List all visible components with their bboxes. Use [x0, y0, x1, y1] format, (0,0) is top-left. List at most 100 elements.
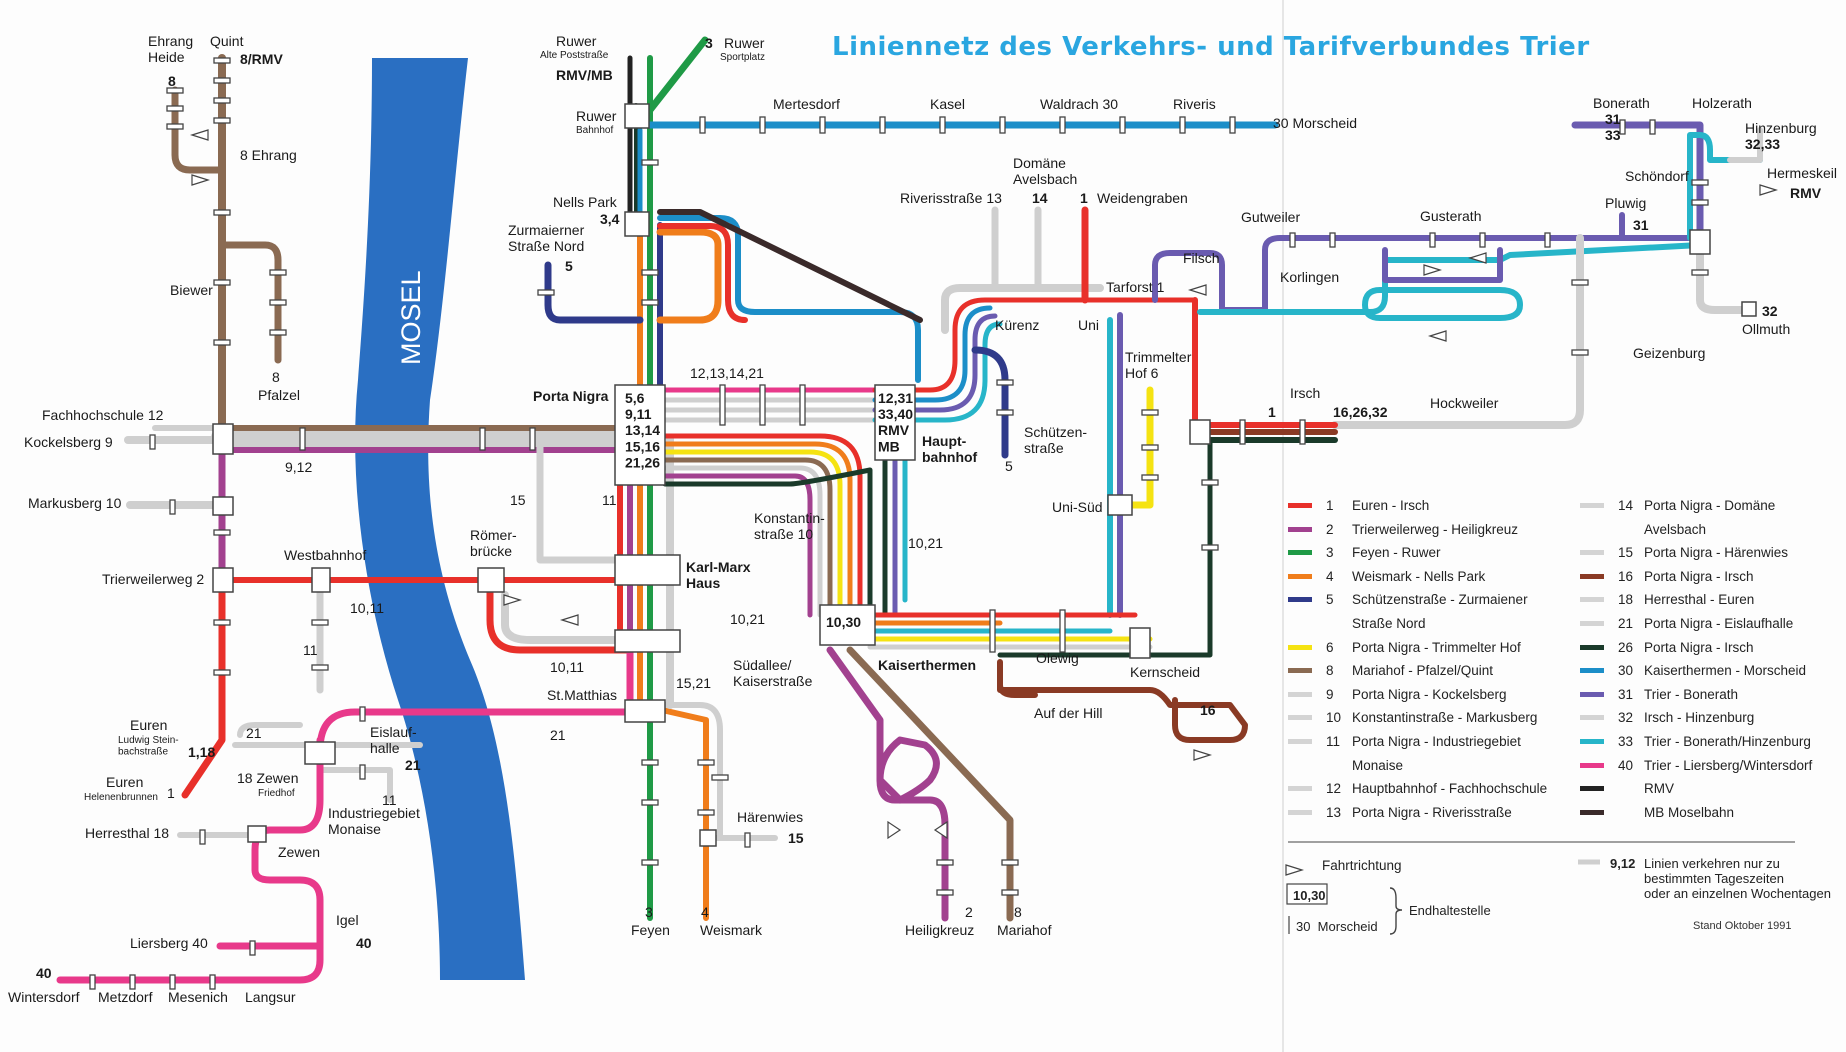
legend-text: Porta Nigra - Eislaufhalle [1644, 616, 1794, 631]
label-rivstr: Riverisstraße 13 [900, 190, 1002, 206]
legend-row: Straße Nord [1288, 616, 1426, 631]
legend-swatch [1580, 644, 1604, 650]
stop-tick [213, 57, 231, 64]
route-hbf-east-purple [872, 313, 998, 413]
hub-holzerath [1689, 229, 1711, 255]
legend-swatch [1288, 526, 1312, 532]
legend-number: 32 [1618, 710, 1634, 726]
legend-number: 5 [1326, 592, 1334, 608]
stop-tick [1479, 232, 1486, 248]
endhaltestelle-label: Endhaltestelle [1409, 903, 1491, 918]
direction-arrow [887, 820, 902, 840]
stop-tick [1119, 116, 1126, 134]
label-rmvmb: RMV/MB [556, 67, 613, 83]
label-porta-nigra: Porta Nigra [533, 388, 609, 404]
legend-swatch [1288, 809, 1312, 815]
label-ruwer-bf-sub: Bahnhof [576, 125, 613, 136]
label-hermeskeil: Hermeskeil [1767, 165, 1837, 181]
label-15: 15 [510, 492, 526, 508]
legend-swatch [1288, 739, 1312, 744]
map-title: Liniennetz des Verkehrs- und Tarifverbun… [832, 32, 1590, 62]
route-31-gusterath-loop [1382, 247, 1503, 283]
hub-markusberg [212, 496, 234, 516]
stop-tick [996, 379, 1014, 386]
route-hbf-east-red [872, 297, 1198, 393]
route-olewig-brown [997, 659, 1248, 743]
label-912: 9,12 [285, 459, 312, 475]
label-hermeskeil-rmv: RMV [1790, 185, 1822, 201]
stop-tick [719, 384, 726, 426]
legend-text: Trier - Bonerath [1644, 686, 1739, 702]
label-wintersdorf: Wintersdorf [8, 989, 80, 1005]
stop-tick [166, 105, 184, 112]
legend-text: Hauptbahnhof - Fachhochschule [1352, 781, 1548, 797]
label-hinzenburg: Hinzenburg [1745, 120, 1817, 136]
label-mertesdorf: Mertesdorf [773, 96, 840, 112]
direction-arrow [1467, 252, 1487, 264]
stop-tick [311, 664, 329, 671]
stop-tick [1289, 232, 1296, 248]
stop-tick [213, 77, 231, 84]
route-bundle-orange [662, 441, 853, 618]
legend-number: 18 [1618, 592, 1634, 608]
route-2-loop [876, 736, 940, 804]
stop-tick [1201, 479, 1219, 486]
label-heiligkreuz: Heiligkreuz [905, 922, 974, 938]
label-hbf: Haupt-bahnhof [922, 433, 978, 465]
stop-tick [213, 669, 231, 676]
label-schuetzen: Schützen-straße [1024, 424, 1087, 456]
legend-text: Porta Nigra - Kockelsberg [1352, 686, 1507, 702]
route-8-pfalzel [218, 241, 282, 364]
stop-tick [1141, 444, 1159, 451]
legend-row: 32 Irsch - Hinzenburg [1580, 710, 1754, 725]
legend-number: 33 [1618, 734, 1634, 749]
label-ruwer-bf: Ruwer [576, 108, 617, 124]
stop-tick [1691, 179, 1709, 186]
label-kaiserthermen: Kaiserthermen [878, 657, 976, 673]
stop-tick [996, 409, 1014, 416]
legend-swatch [1580, 739, 1604, 744]
stop-tick [166, 87, 184, 94]
legend-number: 31 [1618, 686, 1634, 702]
hub-hauptbahnhof [874, 384, 916, 461]
note-912: 9,12 [1610, 856, 1636, 871]
legend-text: Herresthal - Euren [1644, 592, 1755, 608]
endhalt-box [1286, 883, 1328, 905]
label-1w: 1 [1080, 190, 1088, 206]
label-geizenburg: Geizenburg [1633, 345, 1705, 361]
label-11c: 11 [382, 792, 397, 808]
fahrrichtung-label: Fahrtrichtung [1322, 858, 1402, 873]
legend-text: Irsch - Hinzenburg [1644, 710, 1755, 726]
route-1-loop [486, 576, 634, 654]
hub-nells-park [624, 211, 650, 237]
label-1030: 10,30 [826, 614, 861, 630]
stop-tick [269, 299, 287, 306]
stop-tick [819, 116, 826, 134]
stop-tick [1141, 474, 1159, 481]
label-konstantin: Konstantin-straße 10 [754, 510, 825, 542]
stop-tick [759, 384, 766, 426]
hub-karl-marx [614, 554, 681, 586]
stop-tick [641, 299, 659, 306]
legend-swatch [1580, 527, 1604, 532]
label-korlingen: Korlingen [1280, 269, 1339, 285]
legend-swatch [1288, 786, 1312, 792]
label-trierweilerweg: Trierweilerweg 2 [102, 571, 204, 587]
route-15-loop [536, 434, 634, 564]
legend-text: Porta Nigra - Industriegebiet [1352, 734, 1521, 749]
route-8-mariahof [846, 646, 1014, 922]
label-mesenich: Mesenich [168, 989, 228, 1005]
stop-tick [1571, 279, 1589, 286]
hub-ollmuth [1741, 301, 1757, 317]
stop-tick [1571, 349, 1589, 356]
hub-uni-sued [1107, 494, 1133, 516]
stop-tick [479, 427, 486, 451]
legend-number: 15 [1618, 545, 1634, 561]
